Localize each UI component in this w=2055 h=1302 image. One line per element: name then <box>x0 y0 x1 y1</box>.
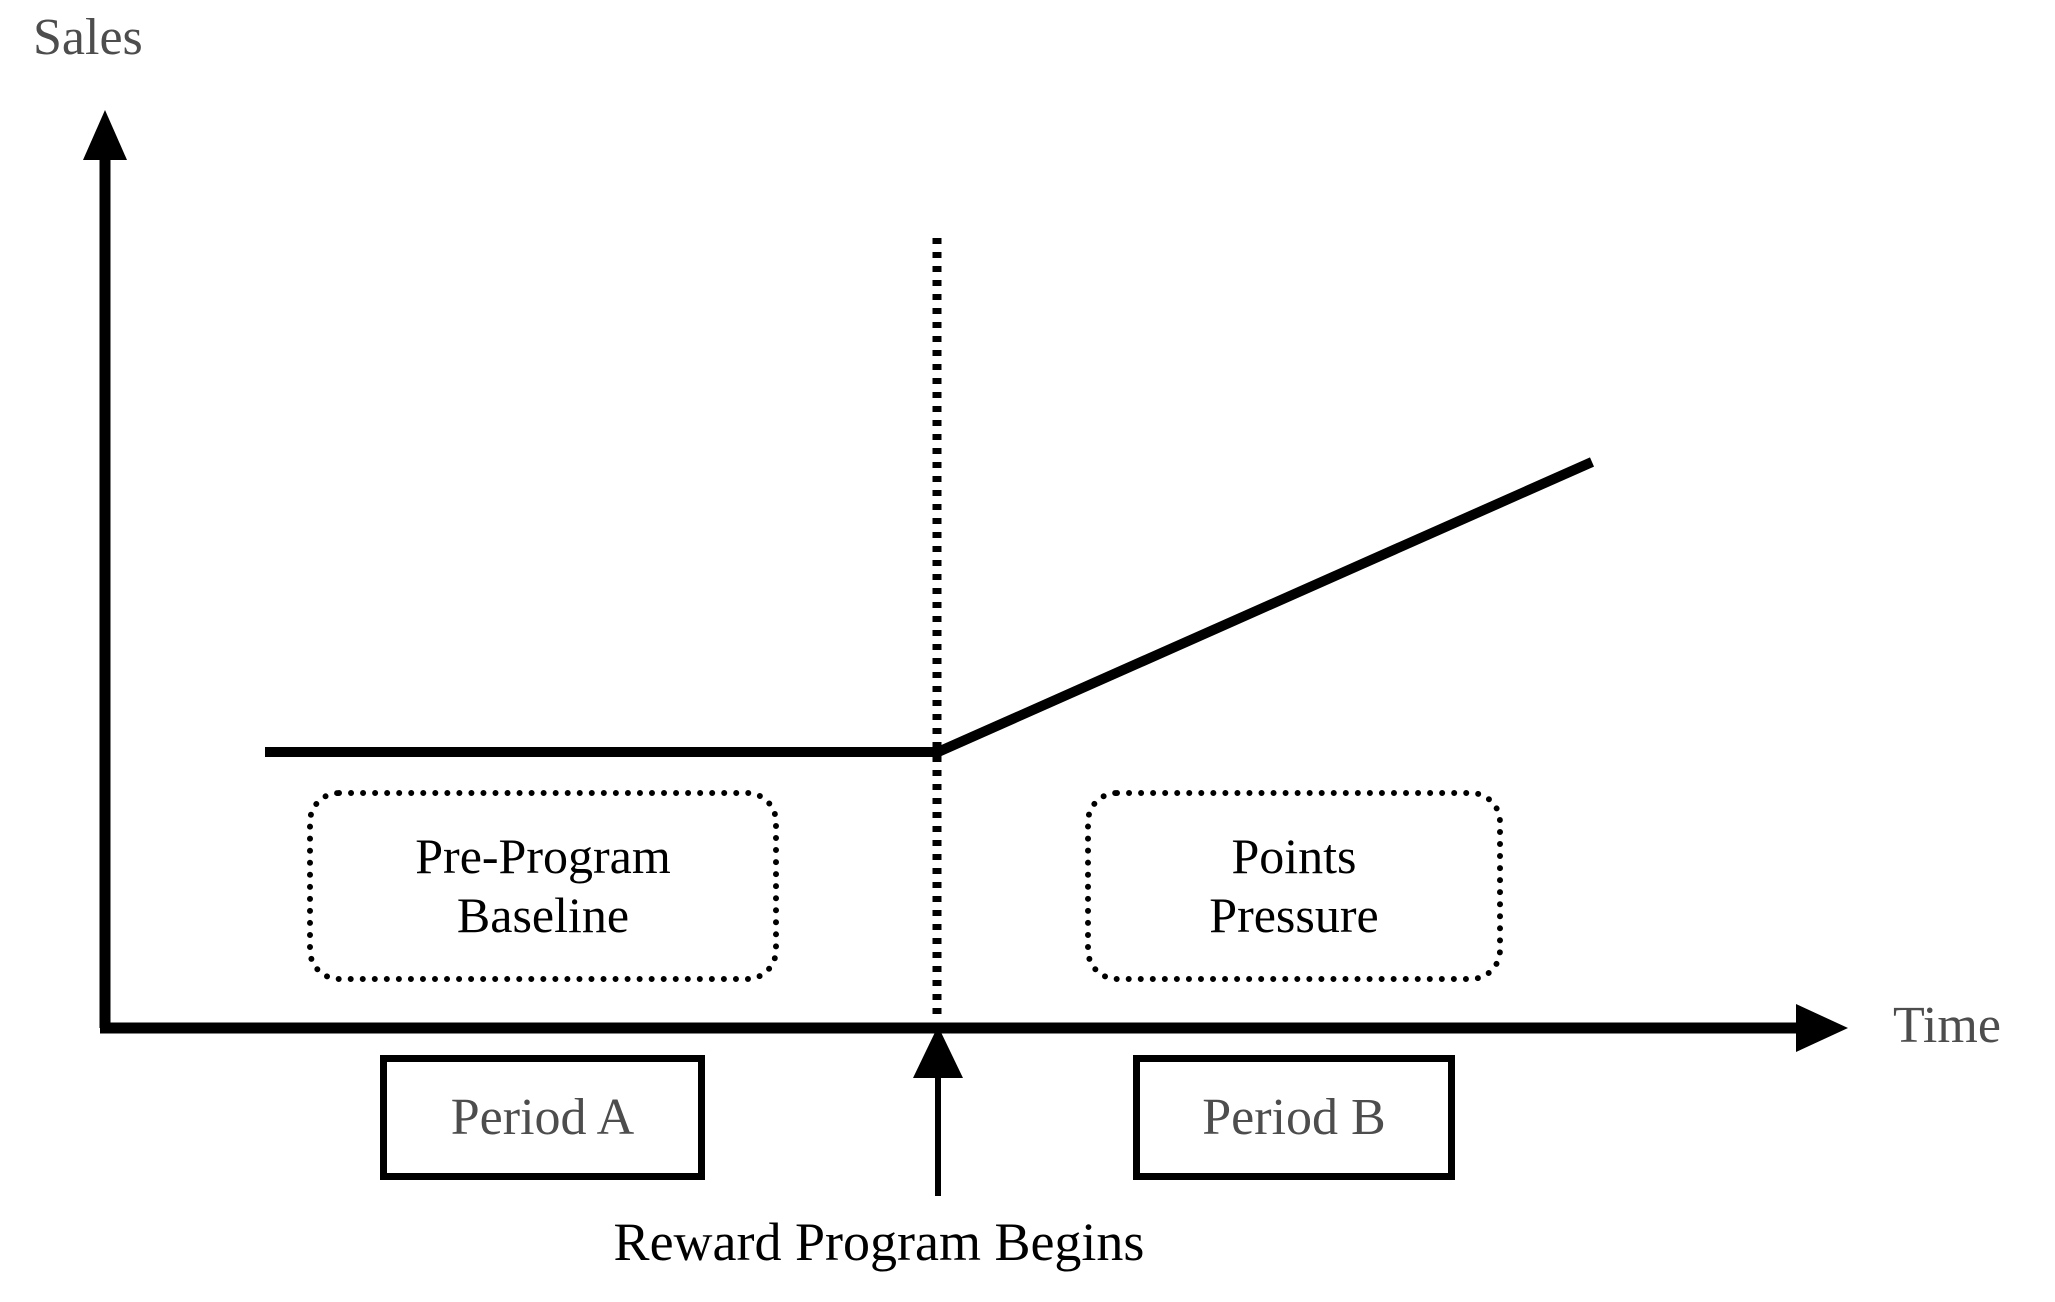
callout-pre-program-line1: Pre-Program <box>415 828 671 884</box>
period-a-label: Period A <box>450 1088 635 1146</box>
growth-sales-line <box>935 457 1595 757</box>
period-b-box: Period B <box>1133 1055 1455 1180</box>
callout-pre-program-line2: Baseline <box>456 887 630 943</box>
period-a-box: Period A <box>380 1055 705 1180</box>
callout-points-pressure-line1: Points <box>1231 828 1357 884</box>
callout-pre-program-text: Pre-Program Baseline <box>415 827 671 945</box>
x-axis-label: Time <box>1893 997 2001 1054</box>
x-axis-arrowhead-icon <box>1796 1004 1848 1052</box>
callout-points-pressure-text: Points Pressure <box>1209 827 1378 945</box>
period-b-label: Period B <box>1202 1088 1386 1146</box>
event-pointer-arrowhead-icon <box>913 1026 963 1078</box>
callout-points-pressure: Points Pressure <box>1085 790 1503 982</box>
y-axis-label: Sales <box>33 9 143 66</box>
callout-points-pressure-line2: Pressure <box>1209 887 1379 943</box>
callout-pre-program-baseline: Pre-Program Baseline <box>307 790 779 982</box>
event-caption: Reward Program Begins <box>613 1212 1145 1272</box>
y-axis-arrowhead-icon <box>83 110 127 160</box>
